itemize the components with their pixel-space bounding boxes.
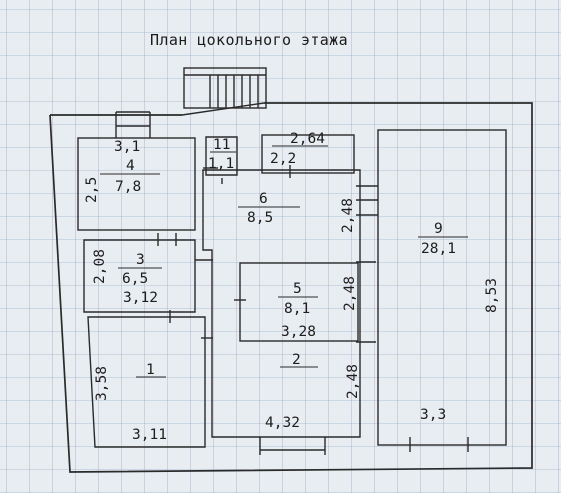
room-2-number: 2 xyxy=(292,352,301,368)
room-9-dim-side: 8,53 xyxy=(484,278,500,313)
room-4-dim-top: 3,1 xyxy=(114,139,140,155)
room-6-and-2 xyxy=(202,169,361,438)
room-2-dim-bottom: 4,32 xyxy=(265,415,300,431)
room-6-dim-side: 2,48 xyxy=(340,198,356,233)
room-1-dim-side: 3,58 xyxy=(94,366,110,401)
room-5-area: 8,1 xyxy=(284,301,310,317)
stair-outline xyxy=(183,67,267,109)
room-11 xyxy=(205,136,238,176)
opening-room-2-right xyxy=(356,261,376,343)
room-4-area: 7,8 xyxy=(115,179,141,195)
room-1 xyxy=(87,316,206,448)
room-6-number: 6 xyxy=(259,191,268,207)
room-9 xyxy=(377,129,507,446)
room-9-area: 28,1 xyxy=(421,241,456,257)
room-3-dim-bottom: 3,12 xyxy=(123,290,158,306)
room-11-area: 1,1 xyxy=(208,156,234,172)
opening-bottom xyxy=(259,437,326,455)
room-4-number: 4 xyxy=(126,158,135,174)
room-5-number: 5 xyxy=(293,281,302,297)
room-3-area: 6,5 xyxy=(122,271,148,287)
room-11-number: 11 xyxy=(213,137,230,153)
room-4 xyxy=(77,137,196,231)
room-6-area: 8,5 xyxy=(247,210,273,226)
room-closet-dim-bottom: 2,2 xyxy=(270,151,296,167)
room-9-dim-bottom: 3,3 xyxy=(420,407,446,423)
plan-title: План цокольного этажа xyxy=(150,31,349,49)
entrance-stair xyxy=(183,67,267,109)
room-closet-dim-top: 2,64 xyxy=(290,131,325,147)
room-3-dim-side: 2,08 xyxy=(92,249,108,284)
room-5-dim-side: 2,48 xyxy=(342,276,358,311)
room-1-number: 1 xyxy=(146,362,155,378)
room-5 xyxy=(239,262,359,342)
room-4-dim-side: 2,5 xyxy=(84,177,100,203)
room-9-number: 9 xyxy=(434,221,443,237)
room-2-dim-side: 2,48 xyxy=(345,364,361,399)
opening-room-6-right xyxy=(356,185,378,216)
room-1-dim-bottom: 3,11 xyxy=(132,427,167,443)
room-5-dim-bottom: 3,28 xyxy=(281,324,316,340)
opening-room-4-top xyxy=(115,111,151,138)
room-3-number: 3 xyxy=(136,252,145,268)
outer-wall-segment xyxy=(181,102,265,116)
room-closet xyxy=(261,134,355,174)
